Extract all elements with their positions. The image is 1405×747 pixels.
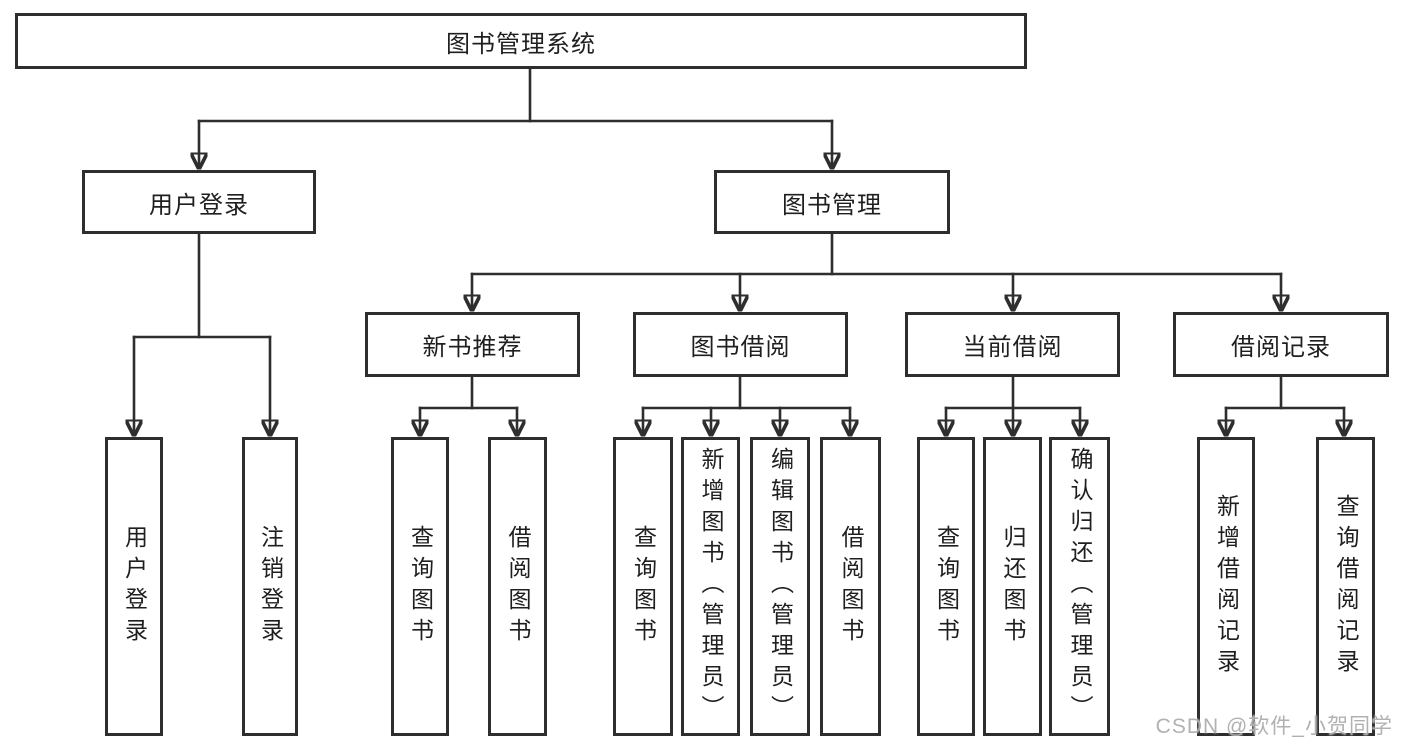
leaf-logout: 注销登录 (242, 437, 298, 736)
leaf-bb-borrow-books: 借阅图书 (820, 437, 881, 736)
node-label: 借阅图书 (838, 524, 864, 649)
connector-borrowing-records-branch (1226, 375, 1344, 433)
connector-root-branch (199, 66, 832, 166)
leaf-cb-query-books: 查询图书 (917, 437, 975, 736)
leaf-cb-return-books: 归还图书 (983, 437, 1042, 736)
node-user-login: 用户登录 (82, 170, 316, 234)
node-current-borrowing: 当前借阅 (905, 312, 1120, 377)
node-label: 借阅记录 (1231, 334, 1331, 361)
leaf-bb-edit-books-admin: 编辑图书（管理员） (750, 437, 810, 736)
node-label: 查询借阅记录 (1333, 493, 1359, 680)
connector-new-book-branch (420, 375, 517, 433)
node-label: 查询图书 (630, 524, 657, 649)
node-label: 图书管理 (782, 191, 882, 219)
connector-user-login-branch (134, 232, 270, 433)
node-label: 注销登录 (257, 524, 284, 649)
node-label: 借阅图书 (505, 524, 531, 649)
node-label: 归还图书 (1000, 524, 1026, 649)
node-new-book-recommendation: 新书推荐 (365, 312, 580, 377)
node-label: 图书管理系统 (446, 30, 596, 58)
node-label: 查询图书 (933, 524, 960, 649)
node-book-borrowing: 图书借阅 (633, 312, 848, 377)
leaf-user-login: 用户登录 (105, 437, 163, 736)
node-label: 图书借阅 (690, 334, 791, 361)
leaf-nb-borrow-books: 借阅图书 (488, 437, 547, 736)
node-borrowing-records: 借阅记录 (1173, 312, 1389, 377)
connector-book-borrowing-branch (643, 375, 850, 433)
leaf-nb-query-books: 查询图书 (391, 437, 449, 736)
connector-book-management-branch (472, 232, 1281, 308)
node-label: 编辑图书（管理员） (767, 447, 794, 726)
node-label: 查询图书 (407, 524, 434, 649)
node-label: 用户登录 (121, 524, 148, 649)
leaf-bb-query-books: 查询图书 (613, 437, 673, 736)
node-label: 当前借阅 (962, 334, 1063, 361)
node-label: 新增图书（管理员） (698, 447, 724, 726)
node-label: 新书推荐 (422, 334, 523, 361)
csdn-watermark: CSDN @软件_小贺同学 (1155, 715, 1393, 738)
leaf-br-add-borrow-record: 新增借阅记录 (1197, 437, 1255, 736)
connector-current-borrowing-branch (946, 375, 1080, 433)
node-label: 新增借阅记录 (1213, 493, 1240, 680)
node-library-management-system: 图书管理系统 (15, 13, 1027, 69)
node-label: 用户登录 (149, 191, 249, 219)
leaf-bb-add-books-admin: 新增图书（管理员） (681, 437, 740, 736)
node-label: 确认归还（管理员） (1067, 447, 1093, 726)
leaf-br-query-borrow-record: 查询借阅记录 (1316, 437, 1375, 736)
leaf-cb-confirm-return-admin: 确认归还（管理员） (1049, 437, 1110, 736)
node-book-management: 图书管理 (714, 170, 950, 234)
